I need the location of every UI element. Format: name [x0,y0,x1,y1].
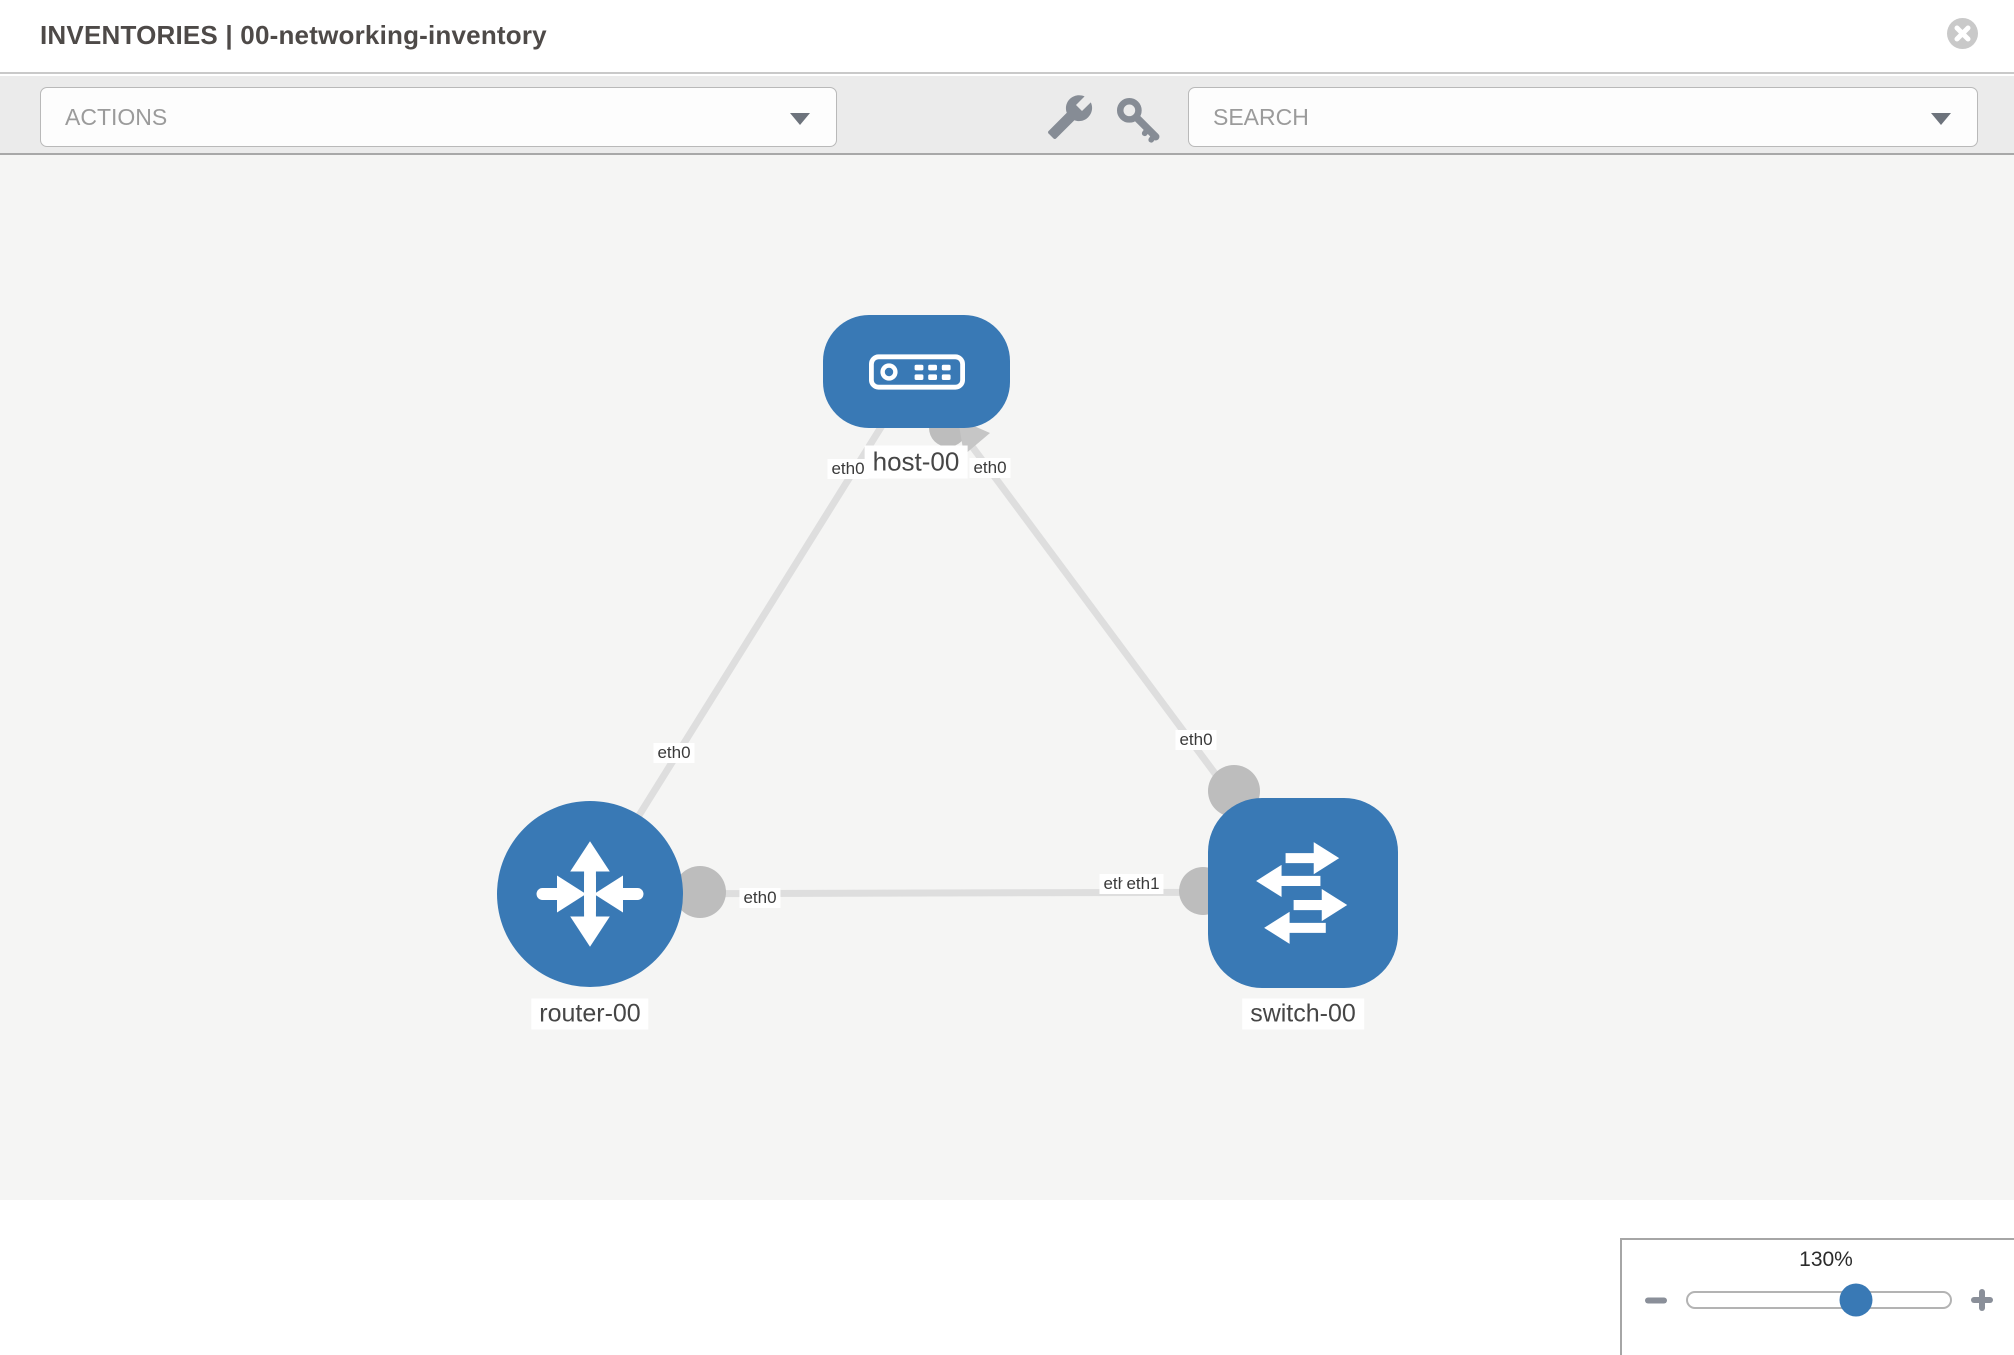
interface-label: eth0 [827,459,869,479]
plus-icon [1971,1289,1993,1311]
zoom-slider-row [1622,1280,2014,1320]
topology-canvas[interactable]: host-00 router-00 switch-00 eth0 eth0 et… [0,155,2014,1355]
node-host-00[interactable] [823,315,1010,428]
node-label-host: host-00 [864,445,968,479]
actions-dropdown[interactable]: ACTIONS [40,87,837,147]
search-dropdown-label: SEARCH [1213,103,1309,130]
close-button[interactable] [1947,18,1978,49]
key-button[interactable] [1112,93,1160,143]
header: INVENTORIES | 00-networking-inventory [0,0,2014,74]
page-title: INVENTORIES | 00-networking-inventory [40,20,547,50]
link-router-host[interactable] [587,369,919,896]
toolbar: ACTIONS SEARCH [0,76,2014,155]
switch-icon [1256,842,1348,944]
interface-label: eth0 [653,743,695,763]
wrench-icon [1048,95,1093,139]
chevron-down-icon [790,113,810,125]
tools-button[interactable] [1046,93,1094,141]
zoom-panel: 130% [1620,1238,2014,1355]
actions-dropdown-label: ACTIONS [65,103,168,130]
search-dropdown[interactable]: SEARCH [1188,87,1978,147]
zoom-out-button[interactable] [1642,1286,1670,1314]
chevron-down-icon [1931,113,1951,125]
interface-label: eth0 [1175,730,1217,750]
interface-label: eth0 [739,888,781,908]
interface-port [674,866,726,918]
interface-label: eth0 [969,458,1011,478]
zoom-slider-thumb[interactable] [1839,1283,1873,1317]
minus-icon [1645,1297,1667,1304]
zoom-level-label: 130% [1799,1248,1853,1271]
key-icon [1116,97,1160,143]
node-label-router: router-00 [531,998,649,1030]
host-icon [868,353,965,390]
node-label-switch: switch-00 [1242,998,1364,1030]
router-icon [536,841,644,947]
zoom-slider[interactable] [1686,1283,1952,1317]
node-router-00[interactable] [497,801,683,987]
zoom-in-button[interactable] [1968,1286,1996,1314]
topology-links-layer [587,368,1306,918]
close-icon [1954,25,1971,42]
interface-label: eth1 [1122,874,1164,894]
node-switch-00[interactable] [1208,798,1398,988]
